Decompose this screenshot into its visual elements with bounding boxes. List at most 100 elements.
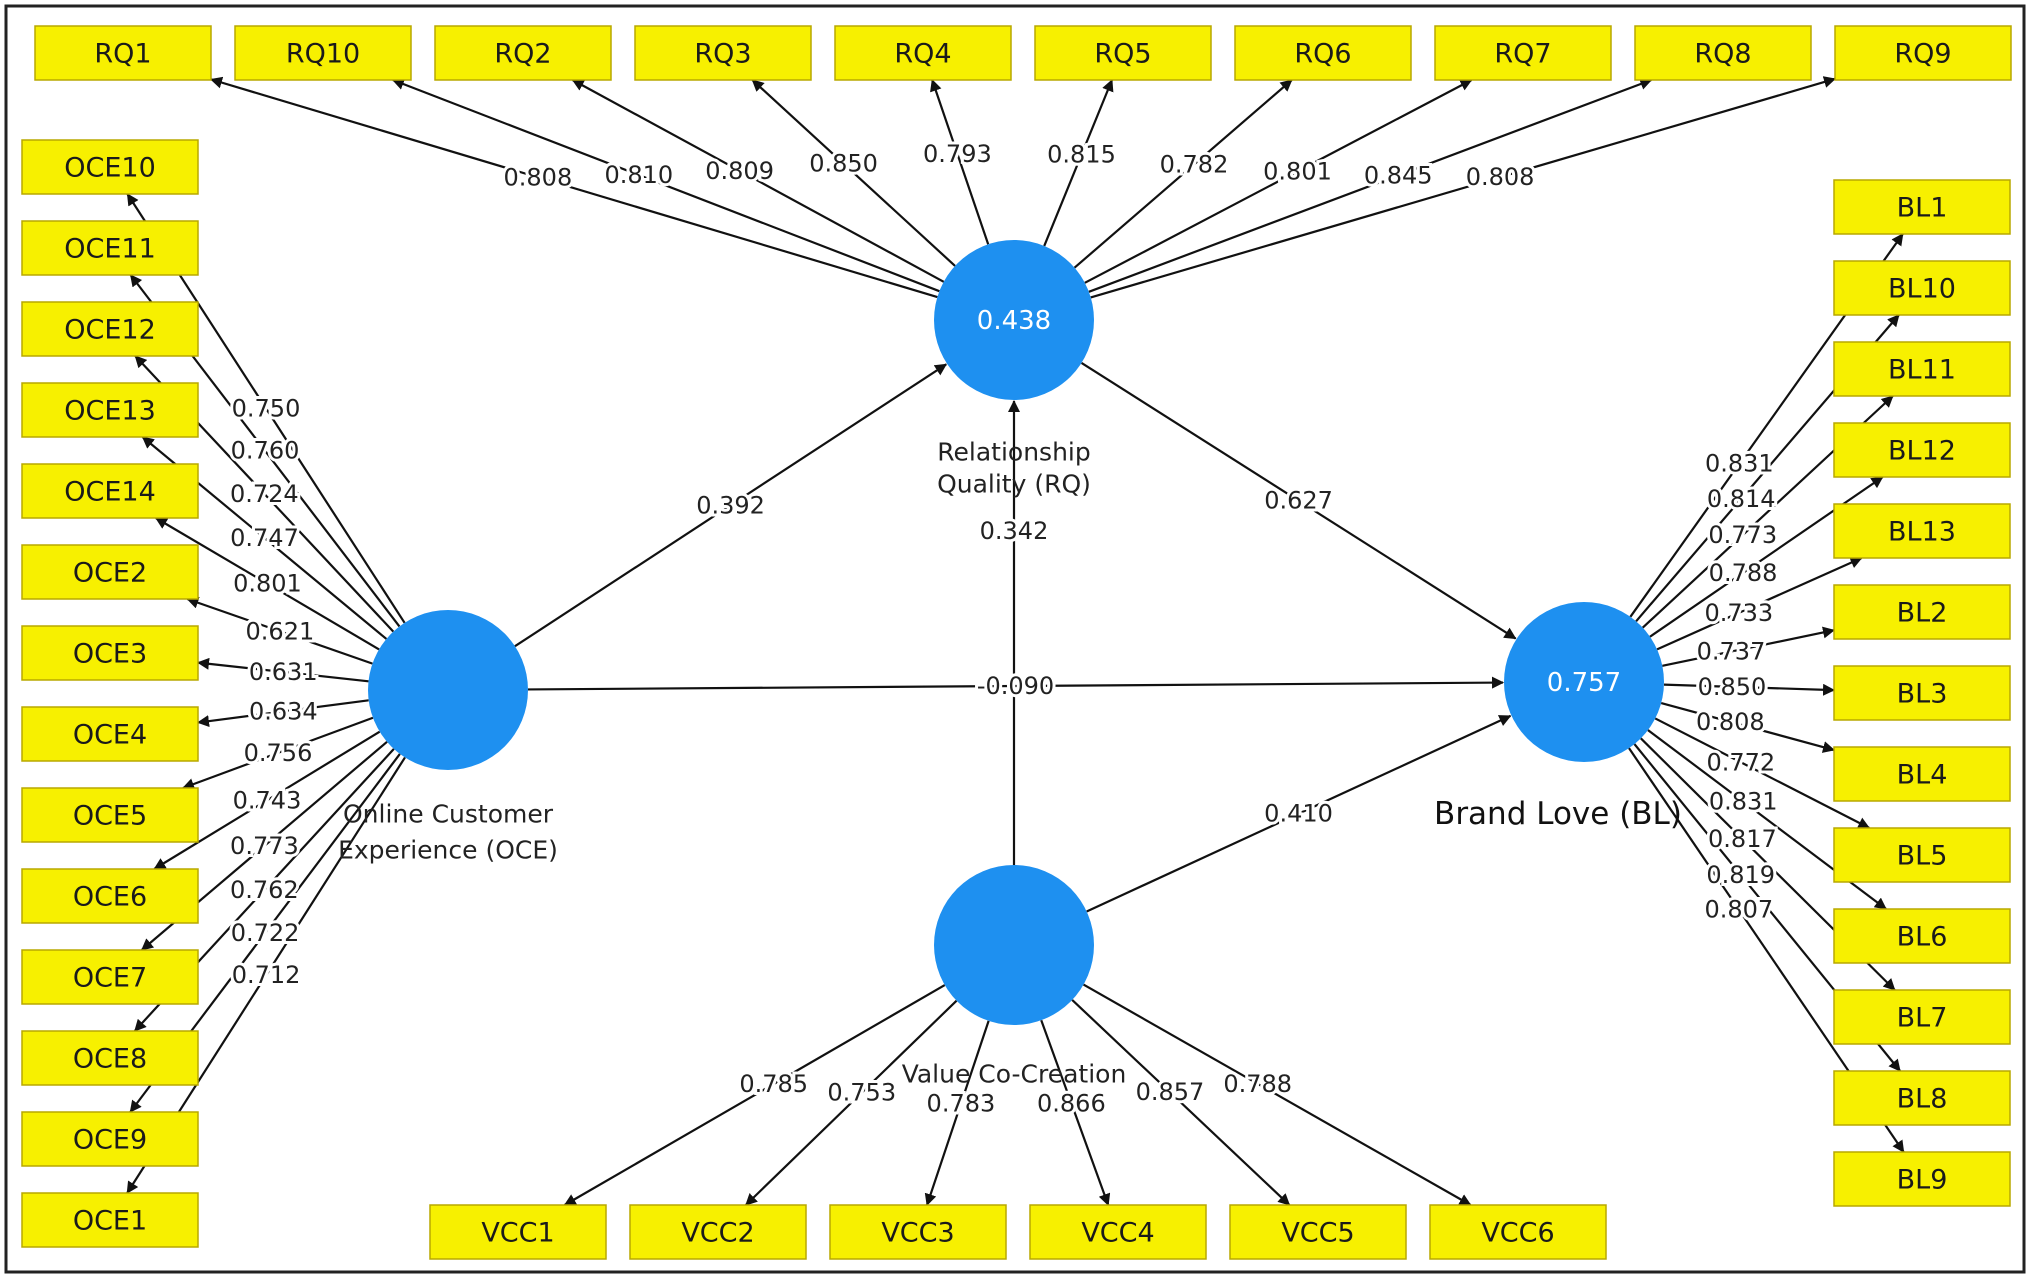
indicator-label-bl8: BL8 <box>1897 1084 1948 1115</box>
loading-arrow-vcc5 <box>1071 999 1291 1206</box>
indicator-box-rq3 <box>634 25 812 81</box>
construct-circle-bl <box>1504 602 1664 762</box>
construct-name-bl: Brand Love (BL) <box>1434 796 1682 832</box>
indicator-box-bl11 <box>1833 341 2011 397</box>
indicator-label-rq9: RQ9 <box>1894 39 1951 70</box>
path-arrow-oce-to-rq <box>514 363 948 648</box>
indicator-label-rq4: RQ4 <box>894 39 951 70</box>
loading-arrow-rq7 <box>1084 79 1473 284</box>
indicator-label-bl6: BL6 <box>1897 922 1948 953</box>
indicator-box-oce7 <box>21 949 199 1005</box>
loading-value-rq5: 0.815 <box>1047 141 1116 169</box>
indicator-label-oce6: OCE6 <box>73 882 147 913</box>
indicator-box-oce3 <box>21 625 199 681</box>
loading-arrow-rq5 <box>1043 79 1114 247</box>
loading-value-oce4: 0.634 <box>249 697 318 725</box>
indicator-label-vcc2: VCC2 <box>681 1218 754 1249</box>
construct-circle-rq <box>934 240 1094 400</box>
loading-value-bl6: 0.831 <box>1709 788 1778 816</box>
indicator-label-rq7: RQ7 <box>1494 39 1551 70</box>
loading-value-rq9: 0.808 <box>1466 163 1535 191</box>
loading-value-bl4: 0.808 <box>1696 708 1765 736</box>
indicator-label-oce1: OCE1 <box>73 1206 147 1237</box>
indicator-box-rq2 <box>434 25 612 81</box>
indicator-box-rq6 <box>1234 25 1412 81</box>
construct-circle-oce <box>368 610 528 770</box>
loading-arrow-rq3 <box>751 79 956 267</box>
indicator-label-bl9: BL9 <box>1897 1165 1948 1196</box>
indicator-box-oce5 <box>21 787 199 843</box>
indicator-label-vcc5: VCC5 <box>1281 1218 1354 1249</box>
loading-arrow-oce6 <box>153 730 381 870</box>
loading-value-oce10: 0.750 <box>232 394 301 422</box>
indicator-box-bl10 <box>1833 260 2011 316</box>
indicator-label-oce9: OCE9 <box>73 1125 147 1156</box>
indicator-label-rq6: RQ6 <box>1294 39 1351 70</box>
loading-value-bl8: 0.819 <box>1706 861 1775 889</box>
path-arrow-oce-to-bl <box>527 676 1505 691</box>
indicator-box-oce4 <box>21 706 199 762</box>
indicator-label-vcc1: VCC1 <box>481 1218 554 1249</box>
path-coef-rq-bl: 0.627 <box>1264 487 1333 515</box>
indicator-label-oce4: OCE4 <box>73 720 147 751</box>
path-arrow-vcc-to-bl <box>1086 714 1512 913</box>
loading-value-bl1: 0.831 <box>1705 450 1774 478</box>
indicator-box-vcc6 <box>1429 1204 1607 1260</box>
loading-value-oce7: 0.773 <box>230 832 299 860</box>
loading-arrow-rq4 <box>930 79 990 245</box>
indicator-label-bl4: BL4 <box>1897 760 1948 791</box>
indicator-label-rq10: RQ10 <box>286 39 360 70</box>
loading-value-vcc6: 0.788 <box>1223 1070 1292 1098</box>
indicator-label-bl3: BL3 <box>1897 679 1948 710</box>
loading-value-vcc2: 0.753 <box>827 1079 896 1107</box>
path-coef-vcc-bl: 0.410 <box>1264 800 1333 828</box>
indicator-box-bl12 <box>1833 422 2011 478</box>
indicator-label-bl12: BL12 <box>1888 436 1956 467</box>
indicator-box-rq8 <box>1634 25 1812 81</box>
indicator-box-bl6 <box>1833 908 2011 964</box>
indicator-box-oce13 <box>21 382 199 438</box>
indicator-label-rq5: RQ5 <box>1094 39 1151 70</box>
loading-value-oce12: 0.724 <box>230 480 299 508</box>
indicator-box-oce14 <box>21 463 199 519</box>
indicator-label-rq3: RQ3 <box>694 39 751 70</box>
indicator-box-oce2 <box>21 544 199 600</box>
loading-arrow-oce14 <box>154 517 380 651</box>
loading-value-rq2: 0.809 <box>705 157 774 185</box>
loading-arrow-rq9 <box>1090 76 1836 299</box>
loading-value-bl9: 0.807 <box>1704 896 1773 924</box>
indicator-box-bl2 <box>1833 584 2011 640</box>
indicator-box-vcc1 <box>429 1204 607 1260</box>
loading-value-bl10: 0.814 <box>1707 485 1776 513</box>
loading-arrow-vcc6 <box>1082 983 1472 1206</box>
path-coef-oce-rq: 0.392 <box>696 491 765 519</box>
indicator-box-rq4 <box>834 25 1012 81</box>
loading-value-rq8: 0.845 <box>1364 161 1433 189</box>
loading-value-rq10: 0.810 <box>604 161 673 189</box>
loading-value-rq6: 0.782 <box>1160 150 1229 178</box>
indicator-label-oce5: OCE5 <box>73 801 147 832</box>
construct-name-rq: Relationship <box>937 438 1090 467</box>
construct-name-vcc: Value Co-Creation <box>902 1060 1127 1089</box>
indicator-label-oce12: OCE12 <box>64 315 156 346</box>
indicator-box-vcc3 <box>829 1204 1007 1260</box>
loading-value-bl3: 0.850 <box>1698 673 1767 701</box>
loading-arrow-oce5 <box>182 716 374 790</box>
indicator-label-rq1: RQ1 <box>94 39 151 70</box>
indicator-box-rq10 <box>234 25 412 81</box>
loading-value-oce5: 0.756 <box>244 739 313 767</box>
indicator-label-bl7: BL7 <box>1897 1003 1948 1034</box>
loading-value-vcc4: 0.866 <box>1037 1089 1106 1117</box>
loading-arrow-bl3 <box>1663 683 1835 696</box>
indicator-box-rq9 <box>1834 25 2012 81</box>
indicator-box-oce11 <box>21 220 199 276</box>
loading-value-rq1: 0.808 <box>504 163 573 191</box>
loading-arrow-rq1 <box>210 76 938 299</box>
loading-value-bl2: 0.737 <box>1697 638 1766 666</box>
loading-arrow-vcc4 <box>1040 1019 1111 1206</box>
loading-value-oce1: 0.712 <box>232 961 301 989</box>
loading-value-oce13: 0.747 <box>230 524 299 552</box>
loading-value-bl11: 0.773 <box>1708 521 1777 549</box>
indicator-box-bl4 <box>1833 746 2011 802</box>
